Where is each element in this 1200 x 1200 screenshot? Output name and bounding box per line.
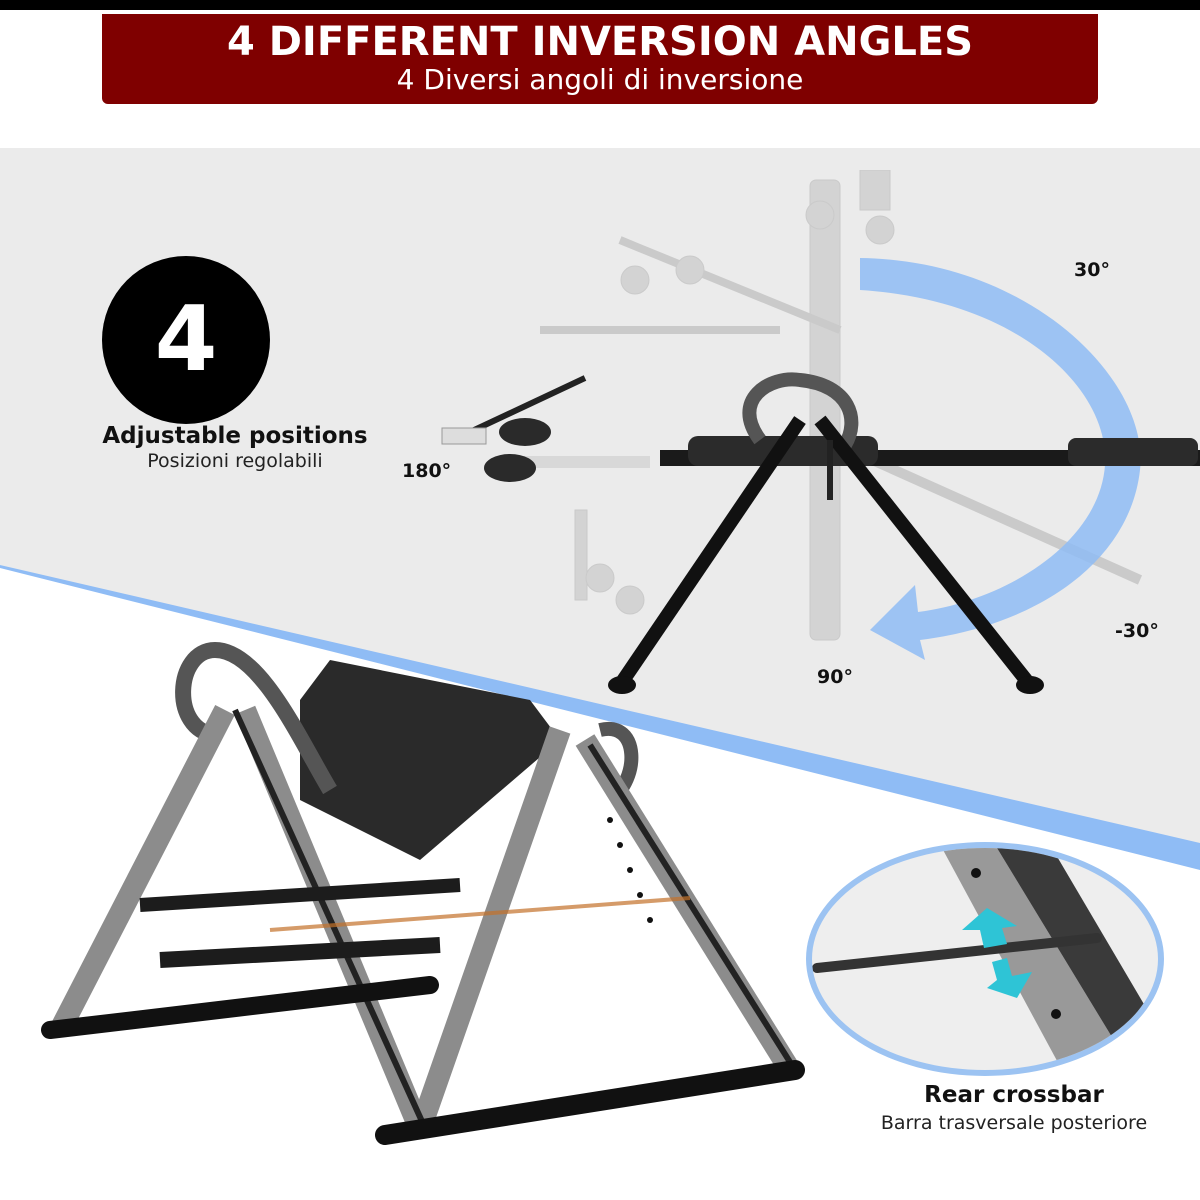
angle-label-90: 90° [817, 666, 853, 688]
positions-count-badge: 4 [102, 256, 270, 424]
inversion-table-front-illustration [41, 641, 805, 1145]
adjustable-positions-caption: Adjustable positions Posizioni regolabil… [40, 422, 430, 472]
angle-label-minus-30: -30° [1115, 620, 1159, 642]
adjustable-positions-label: Adjustable positions [102, 423, 368, 449]
rear-crossbar-caption: Rear crossbar Barra trasversale posterio… [858, 1080, 1170, 1136]
rear-crossbar-label: Rear crossbar [924, 1082, 1104, 1108]
up-down-arrows-icon [962, 908, 1032, 998]
header-banner: 4 DIFFERENT INVERSION ANGLES 4 Diversi a… [102, 14, 1098, 104]
angle-label-180: 180° [402, 460, 452, 482]
page-subtitle: 4 Diversi angoli di inversione [396, 63, 804, 96]
adjustable-positions-label-it: Posizioni regolabili [147, 450, 323, 472]
curved-arrow-icon [860, 258, 1141, 660]
rear-crossbar-detail-zoom [806, 842, 1164, 1076]
page-title: 4 DIFFERENT INVERSION ANGLES [226, 19, 974, 65]
rear-crossbar-label-it: Barra trasversale posteriore [880, 1112, 1148, 1134]
inversion-table-angles-illustration [441, 170, 1200, 694]
angle-label-30: 30° [1074, 259, 1110, 281]
top-black-bar [0, 0, 1200, 10]
